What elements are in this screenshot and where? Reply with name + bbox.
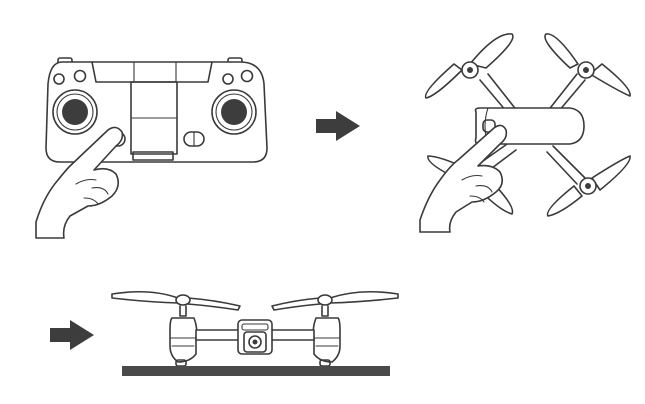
level-surface bbox=[122, 366, 390, 376]
left-stick-ring bbox=[52, 89, 98, 135]
propeller-rear-right bbox=[591, 155, 631, 191]
propeller-front-left bbox=[469, 33, 514, 69]
left-top-button-2 bbox=[73, 69, 87, 83]
right-stick bbox=[221, 99, 247, 125]
propeller-right-front-view bbox=[329, 290, 399, 304]
arrow-right-icon bbox=[316, 111, 360, 141]
arrow-right-icon-2 bbox=[50, 320, 94, 350]
right-motor-housing bbox=[312, 317, 341, 363]
left-top-button bbox=[53, 73, 65, 85]
right-arm-front bbox=[269, 329, 315, 341]
step-3-drone-front bbox=[111, 290, 399, 376]
right-top-button-2 bbox=[240, 69, 254, 83]
hand-icon bbox=[35, 126, 124, 239]
propeller-left-front-view bbox=[111, 290, 179, 304]
left-stick bbox=[62, 99, 88, 125]
right-top-button bbox=[222, 73, 234, 85]
step-2-drone-top bbox=[424, 33, 631, 217]
hand-icon-2 bbox=[419, 124, 508, 233]
controller-bottom-slot bbox=[132, 151, 174, 161]
propeller-front-right bbox=[544, 33, 579, 69]
step-1-controller bbox=[45, 57, 268, 163]
left-arm-front bbox=[195, 329, 241, 341]
right-stick-ring bbox=[211, 89, 257, 135]
left-motor-housing bbox=[169, 317, 198, 363]
